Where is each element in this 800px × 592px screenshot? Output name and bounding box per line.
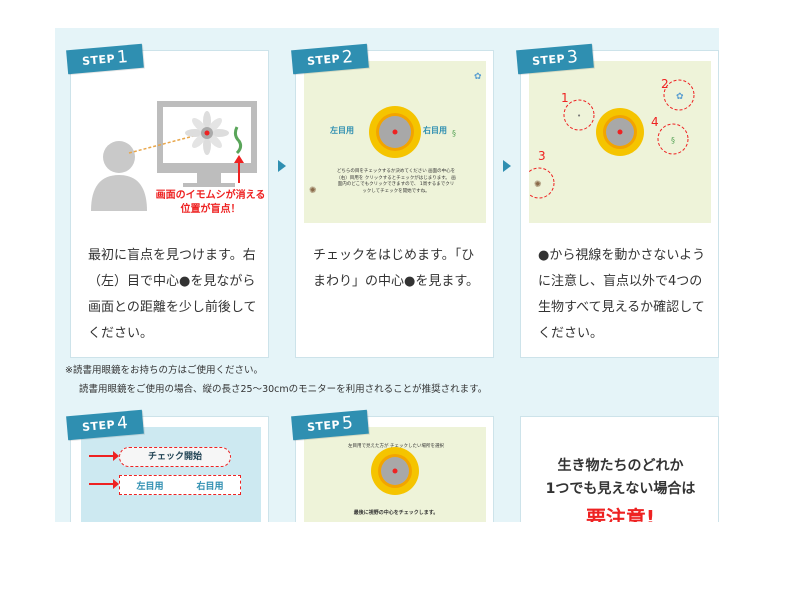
- butterfly-icon: ✿: [676, 92, 684, 102]
- dot-icon: •: [577, 112, 581, 120]
- step-2-card: STEP 2 ✿ § ✺ 左目用 右目用 どちらの目をチェックするか決めてくださ…: [291, 43, 494, 358]
- step-5-card: STEP 5 左目用で見えた方が チェックしたい場所を選択 最後に視野の中心をチ…: [291, 409, 494, 522]
- caterpillar-icon: §: [452, 129, 456, 138]
- left-eye-label: 左目用: [330, 126, 354, 135]
- step-1-description: 最初に盲点を見つけます。右（左）目で中心●を見ながら画面との距離を少し前後してく…: [88, 248, 257, 341]
- step-5-illustration: [304, 427, 486, 522]
- result-line-2: 1つでも見えない場合は: [545, 481, 696, 497]
- step-3-illustration: ✿ § ✺ •: [529, 61, 711, 223]
- note-line-1: ※読書用眼鏡をお持ちの方はご使用ください。: [65, 365, 263, 376]
- marker-1-label: 1: [561, 91, 569, 105]
- person-head-icon: [103, 141, 135, 173]
- step-2-illustration: ✿ § ✺: [304, 61, 486, 223]
- result-line-1: 生き物たちのどれか: [557, 458, 684, 474]
- next-arrow-icon: [278, 160, 286, 172]
- pointer-arrow-icon: [89, 451, 119, 461]
- step-1-illustration: [91, 101, 257, 211]
- marker-4-circle: [657, 123, 689, 155]
- sunflower-icon: [369, 106, 421, 158]
- marker-3-circle: [529, 167, 555, 199]
- sunflower-icon: [596, 108, 644, 156]
- butterfly-icon: ✿: [474, 72, 482, 82]
- step-4-illustration: チェック開始 左目用 右目用: [81, 427, 261, 522]
- step-1-card: STEP 1: [66, 43, 269, 358]
- step-3-card: STEP 3 ✿ § ✺ • 1 2 3 4 ●から視線を動かさないように注意し…: [516, 43, 719, 358]
- right-eye-tab[interactable]: 右目用: [196, 481, 224, 492]
- next-arrow-icon: [503, 160, 511, 172]
- bug-icon: ✺: [309, 186, 317, 196]
- flower-icon: [185, 111, 229, 155]
- caterpillar-icon: §: [671, 136, 675, 145]
- step-2-description: チェックをはじめます。「ひまわり」の中心●を見ます。: [313, 248, 480, 289]
- caterpillar-icon: [233, 126, 243, 155]
- step-5-bottom-caption: 最後に視野の中心をチェックします。: [353, 510, 439, 516]
- marker-1-circle: [563, 99, 595, 131]
- step-4-card: STEP 4 チェック開始 左目用 右目用: [66, 409, 269, 522]
- result-card: 生き物たちのどれか 1つでも見えない場合は 要注意!: [520, 416, 719, 522]
- step-5-top-caption: 左目用で見えた方が チェックしたい場所を選択: [348, 444, 444, 449]
- marker-2-circle: [663, 79, 695, 111]
- left-eye-tab[interactable]: 左目用: [136, 481, 164, 492]
- content-panel: STEP 1: [55, 28, 719, 522]
- person-body-icon: [91, 175, 147, 211]
- eye-select-tab[interactable]: 左目用 右目用: [119, 475, 241, 495]
- marker-2-label: 2: [661, 77, 669, 91]
- marker-4-label: 4: [651, 115, 659, 129]
- result-warning: 要注意!: [585, 506, 656, 523]
- step-2-instructions: どちらの目をチェックするか決めてください 画面の中心を（右）目用を クリックする…: [336, 169, 456, 194]
- step-3-description: ●から視線を動かさないように注意し、盲点以外で4つの生物すべて見えるか確認してく…: [538, 248, 706, 341]
- start-check-button[interactable]: チェック開始: [119, 447, 231, 467]
- bug-icon: ✺: [534, 180, 542, 190]
- note-line-2: 読書用眼鏡をご使用の場合、縦の長さ25〜30cmのモニターを利用されることが推奨…: [79, 384, 488, 395]
- marker-3-label: 3: [538, 149, 546, 163]
- blind-spot-callout: 画面のイモムシが消える位置が盲点！: [155, 190, 266, 215]
- right-eye-label: 右目用: [423, 126, 447, 135]
- notes: ※読書用眼鏡をお持ちの方はご使用ください。 読書用眼鏡をご使用の場合、縦の長さ2…: [65, 361, 487, 399]
- pointer-arrow-icon: [89, 479, 119, 489]
- sunflower-icon: [371, 447, 419, 495]
